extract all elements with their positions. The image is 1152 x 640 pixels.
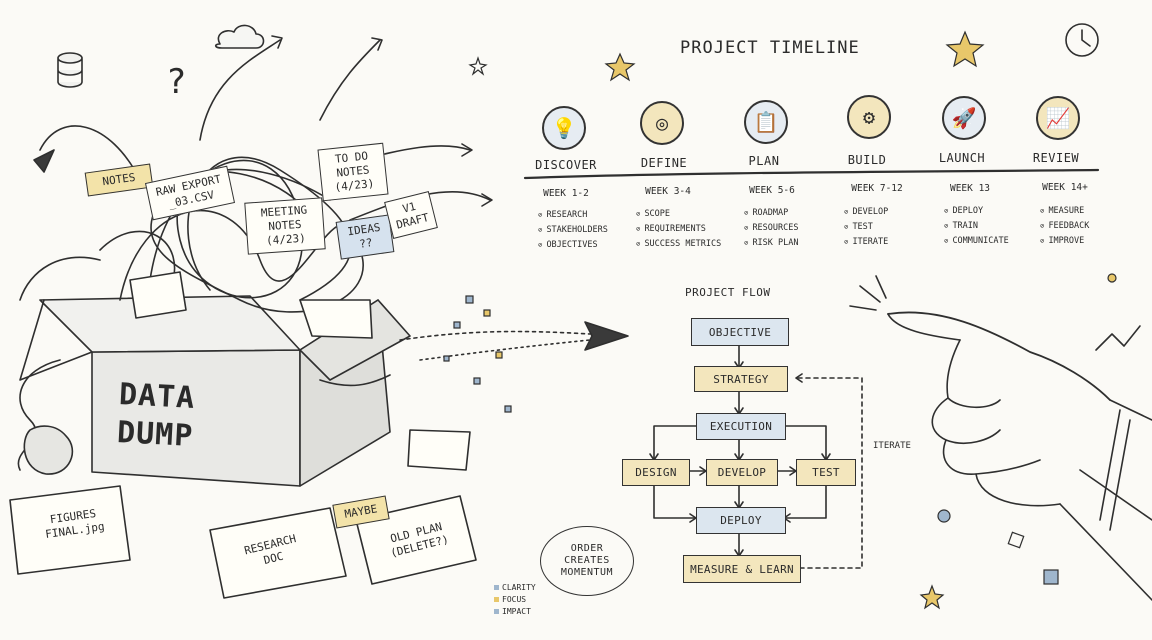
week-label-define: WEEK 3-4 — [645, 186, 691, 197]
legend-label: IMPACT — [502, 607, 531, 616]
phase-label-define: DEFINE — [640, 156, 688, 170]
flow-execution-box: EXECUTION — [696, 413, 786, 440]
task-list-plan: ROADMAP RESOURCES RISK PLAN — [744, 206, 799, 251]
badge-line: MOMENTUM — [560, 567, 614, 578]
task-item: TRAIN — [944, 219, 1009, 234]
flow-develop-box: DEVELOP — [706, 459, 778, 486]
flow-design-box: DESIGN — [622, 459, 690, 486]
task-item: SCOPE — [636, 207, 721, 222]
legend-label: FOCUS — [502, 595, 527, 604]
data-dump-label: DATA DUMP — [116, 376, 196, 456]
week-label-launch: WEEK 13 — [949, 183, 991, 194]
legend-item-impact: IMPACT — [494, 606, 536, 618]
task-item: ITERATE — [844, 235, 888, 250]
question-mark-icon: ? — [166, 62, 187, 102]
phase-label-review: REVIEW — [1032, 151, 1080, 165]
task-list-discover: RESEARCH STAKEHOLDERS OBJECTIVES — [538, 208, 608, 253]
flow-objective-box: OBJECTIVE — [691, 318, 789, 346]
task-item: REQUIREMENTS — [636, 222, 721, 237]
iterate-label: ITERATE — [873, 441, 911, 451]
square-icon — [494, 609, 499, 614]
cloud-icon — [216, 26, 217, 27]
growth-chart-icon: 📈 — [1036, 96, 1080, 140]
task-item: DEVELOP — [844, 205, 888, 220]
target-icon: ◎ — [640, 101, 684, 145]
flow-measure-box: MEASURE & LEARN — [683, 555, 801, 583]
task-item: IMPROVE — [1040, 234, 1089, 249]
box-label-line: DATA — [118, 377, 197, 416]
order-creates-momentum-badge: ORDER CREATES MOMENTUM — [540, 526, 634, 596]
sticky-note-ideas: IDEAS ?? — [335, 214, 395, 260]
phase-label-build: BUILD — [847, 153, 887, 167]
legend: CLARITY FOCUS IMPACT — [494, 582, 536, 618]
week-label-plan: WEEK 5-6 — [749, 185, 795, 196]
task-item: COMMUNICATE — [944, 234, 1008, 249]
task-list-review: MEASURE FEEDBACK IMPROVE — [1040, 204, 1089, 249]
square-icon — [494, 585, 499, 590]
badge-line: CREATES — [564, 555, 610, 566]
clipboard-icon: 📋 — [744, 100, 788, 144]
task-item: SUCCESS METRICS — [636, 237, 721, 252]
task-item: RISK PLAN — [744, 236, 798, 251]
legend-label: CLARITY — [502, 583, 536, 592]
phase-label-plan: PLAN — [748, 154, 780, 168]
timeline-title: PROJECT TIMELINE — [680, 38, 860, 58]
task-item: MEASURE — [1040, 204, 1089, 219]
task-item: FEEDBACK — [1040, 219, 1089, 234]
task-item: TEST — [844, 220, 888, 235]
legend-item-clarity: CLARITY — [494, 582, 536, 594]
flow-strategy-box: STRATEGY — [694, 366, 788, 392]
task-item: RESOURCES — [744, 221, 798, 236]
task-item: DEPLOY — [944, 204, 1009, 219]
arrow-right-icon — [592, 326, 593, 327]
task-list-launch: DEPLOY TRAIN COMMUNICATE — [944, 204, 1009, 249]
square-icon — [494, 597, 499, 602]
week-label-discover: WEEK 1-2 — [543, 188, 589, 199]
task-item: OBJECTIVES — [538, 238, 608, 253]
week-label-review: WEEK 14+ — [1042, 182, 1088, 193]
database-icon — [56, 52, 57, 53]
task-item: STAKEHOLDERS — [538, 223, 607, 238]
week-label-build: WEEK 7-12 — [851, 183, 903, 194]
phase-label-discover: DISCOVER — [535, 158, 597, 172]
task-item: RESEARCH — [538, 208, 608, 223]
clock-icon — [1066, 24, 1067, 25]
task-list-define: SCOPE REQUIREMENTS SUCCESS METRICS — [636, 207, 721, 252]
paper-todo-notes: TO DO NOTES (4/23) — [317, 142, 389, 202]
rocket-icon: 🚀 — [942, 96, 986, 140]
flow-test-box: TEST — [796, 459, 856, 486]
gear-icon: ⚙ — [847, 95, 891, 139]
paper-meeting-notes: MEETING NOTES (4/23) — [244, 197, 326, 255]
flow-deploy-box: DEPLOY — [696, 507, 786, 534]
task-item: ROADMAP — [744, 206, 799, 221]
pointing-hand-icon — [888, 300, 889, 301]
task-list-build: DEVELOP TEST ITERATE — [844, 205, 888, 250]
legend-item-focus: FOCUS — [494, 594, 536, 606]
badge-line: ORDER — [570, 543, 604, 554]
phase-label-launch: LAUNCH — [938, 151, 986, 165]
lightbulb-icon: 💡 — [542, 106, 586, 150]
box-label-line: DUMP — [116, 415, 195, 454]
flow-title: PROJECT FLOW — [685, 286, 771, 299]
